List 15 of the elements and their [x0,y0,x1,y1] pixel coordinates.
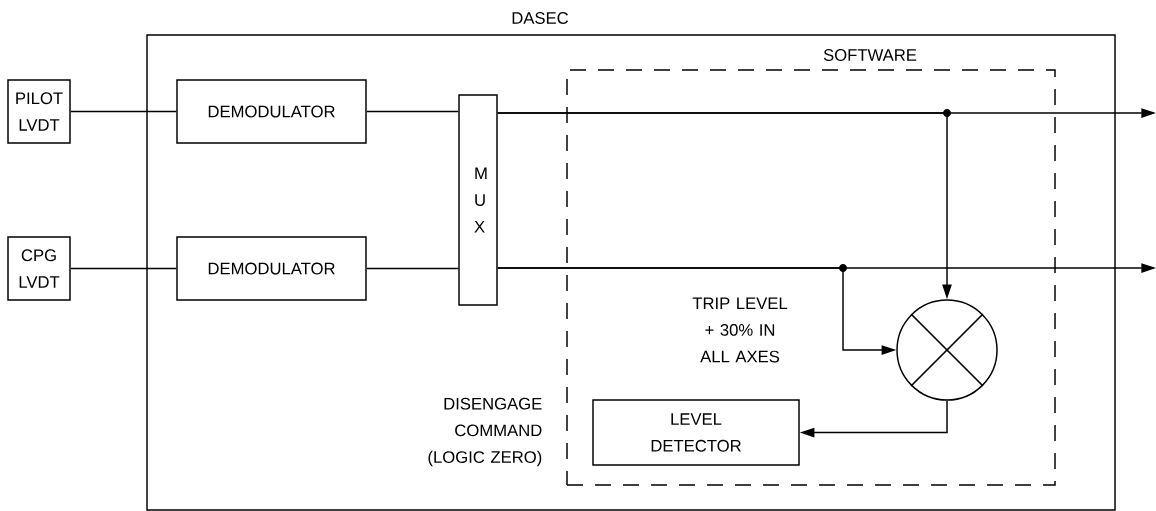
sensor-box: CPG LVDT [7,236,71,301]
multiplier-circle [896,299,998,401]
connector [70,267,177,270]
node-label: DASEC [512,12,569,24]
multiplexer-box: M U X [458,94,498,306]
sensor-box: PILOT LVDT [7,79,71,144]
node-label: SOFTWARE [823,49,917,61]
connector [366,110,459,113]
annotation: DISENGAGE COMMAND (LOGIC ZERO) [428,397,542,467]
demodulator-box: DEMODULATOR [176,79,367,144]
detector-box: LEVEL DETECTOR [592,399,800,466]
demodulator-box: DEMODULATOR [176,236,367,301]
annotation: TRIP LEVEL + 30% IN ALL AXES [692,297,788,363]
connector [366,267,459,270]
connector [70,110,177,113]
